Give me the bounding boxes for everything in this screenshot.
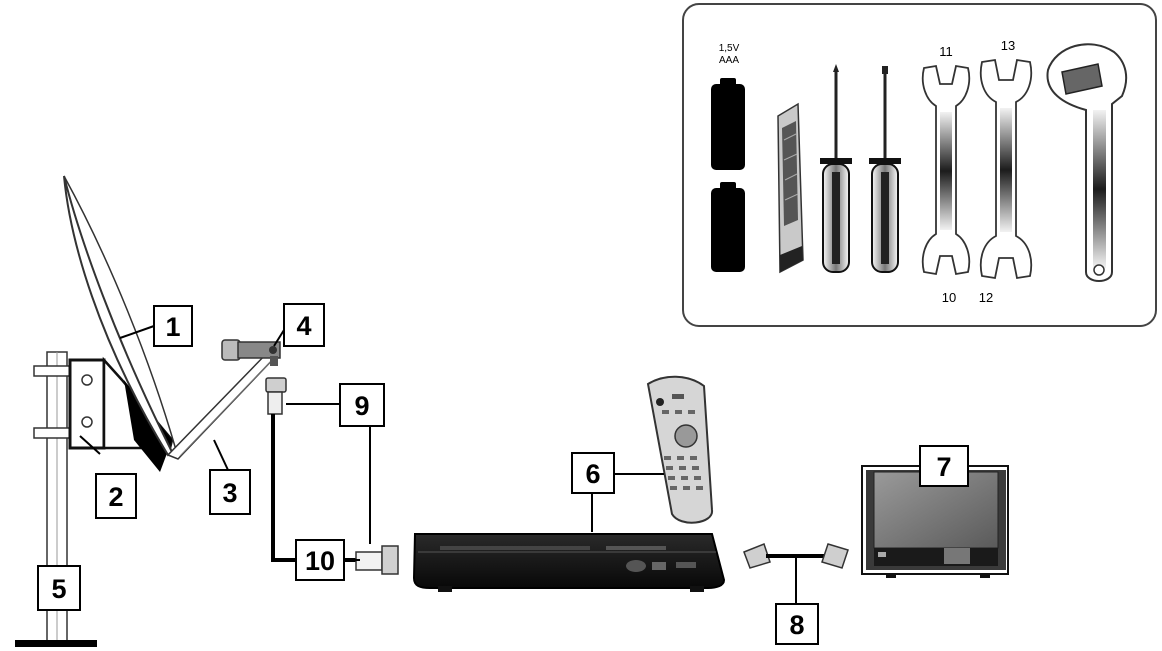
callout-4-label: 4 bbox=[296, 311, 311, 341]
callout-9-label: 9 bbox=[354, 391, 369, 421]
satellite-receiver-icon bbox=[412, 533, 726, 592]
callout-3-label: 3 bbox=[222, 478, 237, 508]
callout-3: 3 bbox=[209, 469, 251, 515]
callout-1-label: 1 bbox=[165, 312, 180, 342]
wrench-size-12: 12 bbox=[979, 290, 993, 305]
battery-type-label: AAA bbox=[719, 55, 739, 66]
flat-screwdriver-icon bbox=[869, 66, 901, 273]
callout-8-label: 8 bbox=[789, 610, 804, 640]
callout-1: 1 bbox=[153, 305, 193, 347]
leader-lines bbox=[79, 325, 797, 604]
wrench-size-11: 11 bbox=[939, 44, 953, 59]
callout-5-label: 5 bbox=[51, 574, 66, 604]
adjustable-wrench-icon bbox=[1046, 43, 1128, 282]
lnb-icon bbox=[221, 339, 281, 366]
lnb-arm bbox=[166, 349, 280, 460]
tools-panel: 1,5V AAA bbox=[682, 3, 1157, 327]
wrench-size-13: 13 bbox=[1001, 38, 1015, 53]
callout-8: 8 bbox=[775, 603, 819, 645]
mounting-bracket bbox=[68, 356, 174, 472]
battery-icon: 1,5V AAA bbox=[711, 43, 745, 272]
callout-5: 5 bbox=[37, 565, 81, 611]
f-connector-icon bbox=[355, 545, 399, 575]
open-end-wrench-11-10-icon: 11 10 bbox=[921, 44, 971, 305]
open-end-wrench-13-12-icon: 13 12 bbox=[979, 38, 1033, 305]
phillips-screwdriver-icon bbox=[820, 64, 852, 273]
remote-control-icon bbox=[646, 375, 713, 524]
callout-7-label: 7 bbox=[936, 452, 951, 482]
battery-voltage-label: 1,5V bbox=[719, 43, 740, 54]
callout-4: 4 bbox=[283, 303, 325, 347]
callout-7: 7 bbox=[919, 445, 969, 487]
callout-6-label: 6 bbox=[585, 459, 600, 489]
callout-6: 6 bbox=[571, 452, 615, 494]
scart-cable bbox=[743, 543, 849, 569]
wrench-size-10: 10 bbox=[942, 290, 956, 305]
callout-9: 9 bbox=[339, 383, 385, 427]
callout-10-label: 10 bbox=[305, 546, 335, 576]
callout-10: 10 bbox=[295, 539, 345, 581]
utility-knife-icon bbox=[777, 102, 804, 274]
callout-2: 2 bbox=[95, 473, 137, 519]
callout-2-label: 2 bbox=[108, 482, 123, 512]
